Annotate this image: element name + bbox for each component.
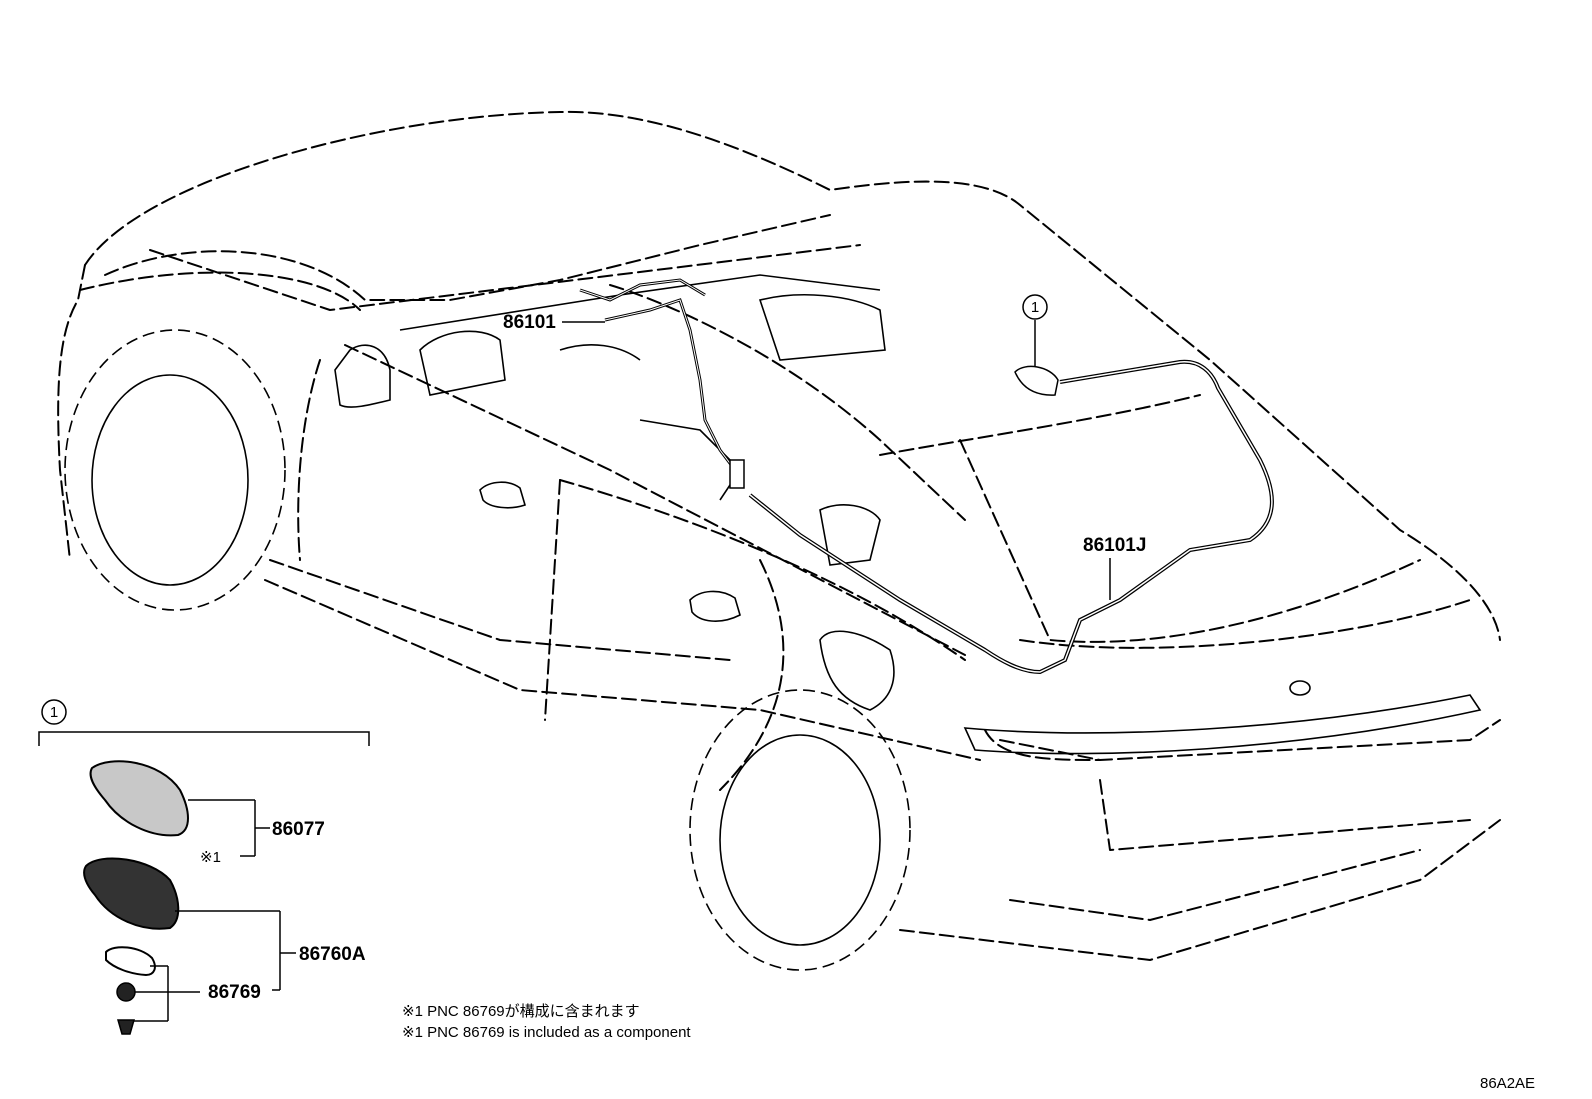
harness-86101J: [748, 359, 1274, 675]
note-mark: ※1: [200, 849, 221, 866]
ref-circle-inset: [41, 699, 67, 725]
leader-lines: [562, 321, 1111, 600]
antenna-assy-part: [83, 857, 180, 930]
label-86760A: 86760A: [299, 944, 366, 965]
gasket-part: [105, 946, 156, 977]
clip-part: [117, 1019, 135, 1035]
antenna-cover-part: [89, 760, 189, 837]
note-en: ※1 PNC 86769 is included as a component: [402, 1024, 691, 1041]
label-86769: 86769: [208, 982, 261, 1003]
ref-number-inset: 1: [50, 704, 58, 721]
label-86101: 86101: [503, 312, 556, 333]
inset-breakdown: [38, 699, 370, 1035]
harness-86101: [579, 278, 745, 489]
note-jp: ※1 PNC 86769が構成に含まれます: [402, 1003, 640, 1020]
ref-number-roof: 1: [1031, 299, 1039, 316]
label-86077: 86077: [272, 819, 325, 840]
figure-code: 86A2AE: [1480, 1075, 1535, 1092]
label-86101J: 86101J: [1083, 535, 1146, 556]
roof-antenna-location: [1014, 294, 1059, 396]
car-solid-detail: [64, 274, 1482, 971]
ref-circle-roof: [1022, 294, 1048, 320]
nut-part: [116, 982, 136, 1002]
car-body-outline: [57, 110, 1501, 961]
